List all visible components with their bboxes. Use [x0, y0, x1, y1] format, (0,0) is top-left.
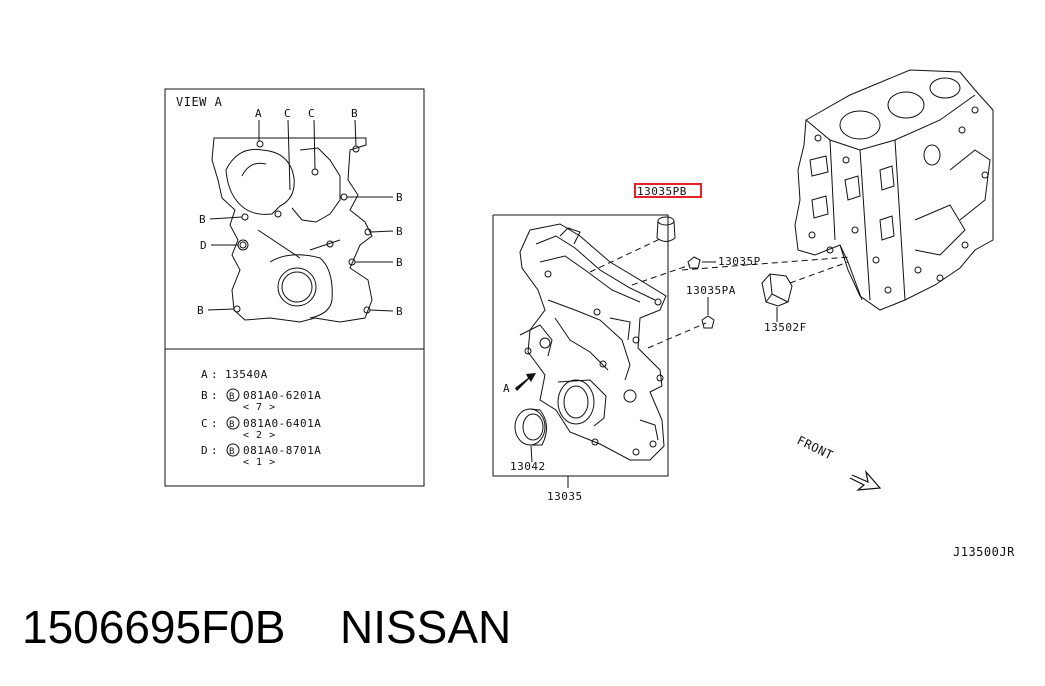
legend-key-b: B	[201, 389, 208, 402]
engine-block-drawing	[794, 69, 994, 311]
legend-key-c: C	[201, 417, 208, 430]
diagram-code: J13500JR	[953, 545, 1015, 559]
legend-part-b: 081A0-6201A	[243, 389, 321, 402]
callout-c-1: C	[284, 107, 291, 120]
callout-b-right-1: B	[396, 191, 403, 204]
plug-pb-drawing	[656, 216, 676, 242]
callout-c-2: C	[308, 107, 315, 120]
callout-b-top: B	[351, 107, 358, 120]
plug-p-label: 13035P	[718, 255, 761, 268]
legend-sep-a: :	[211, 368, 218, 381]
callout-b-right-2: B	[396, 225, 403, 238]
plug-p-drawing	[687, 256, 701, 269]
highlight-box	[634, 183, 702, 198]
callout-b-right-3: B	[396, 256, 403, 269]
callout-b-left-2: B	[197, 304, 204, 317]
cover-part-label: 13035	[547, 490, 583, 503]
view-a-title: VIEW A	[176, 95, 223, 109]
bolt-symbol-b: B	[229, 392, 235, 402]
dowel-label: 13502F	[764, 321, 807, 334]
view-a-panel: VIEW A	[164, 88, 425, 487]
front-arrow-icon	[849, 469, 882, 491]
bolt-symbol-c: B	[229, 420, 235, 430]
legend-part-d: 081A0-8701A	[243, 444, 321, 457]
seal-part-label: 13042	[510, 460, 546, 473]
plug-pb-label: 13035PB	[637, 185, 687, 198]
legend-qty-d: < 1 >	[243, 457, 276, 468]
legend-part-a: 13540A	[225, 368, 268, 381]
front-cover-drawing	[519, 223, 667, 461]
callout-b-left-1: B	[199, 213, 206, 226]
footer-brand: NISSAN	[340, 601, 512, 653]
view-a-cover-drawing	[211, 137, 373, 323]
plug-pa-label: 13035PA	[686, 284, 736, 297]
front-label: FRONT	[795, 433, 836, 463]
view-direction-arrow	[515, 373, 536, 391]
bolt-symbol-d: B	[229, 447, 235, 457]
view-arrow-label: A	[503, 382, 510, 395]
legend-key-d: D	[201, 444, 208, 457]
legend-key-a: A	[201, 368, 208, 381]
oil-seal-drawing	[514, 408, 547, 446]
callout-d: D	[200, 239, 207, 252]
legend-sep-b: :	[211, 389, 218, 402]
legend-qty-c: < 2 >	[243, 430, 276, 441]
legend-part-c: 081A0-6401A	[243, 417, 321, 430]
assembly-dashed-lines	[589, 237, 851, 349]
callout-b-right-4: B	[396, 305, 403, 318]
exploded-parts-diagram: VIEW A	[164, 69, 994, 503]
legend-qty-b: < 7 >	[243, 402, 276, 413]
bolt-legend: A : 13540A B : B 081A0-6201A < 7 > C : B…	[201, 368, 321, 468]
front-cover-panel: A 13042	[492, 214, 669, 488]
callout-a: A	[255, 107, 262, 120]
legend-sep-c: :	[211, 417, 218, 430]
plug-pa-drawing	[701, 315, 715, 329]
dowel-drawing	[761, 273, 793, 307]
footer-part-number: 1506695F0B	[22, 601, 286, 653]
view-a-leaders	[207, 119, 394, 312]
legend-sep-d: :	[211, 444, 218, 457]
